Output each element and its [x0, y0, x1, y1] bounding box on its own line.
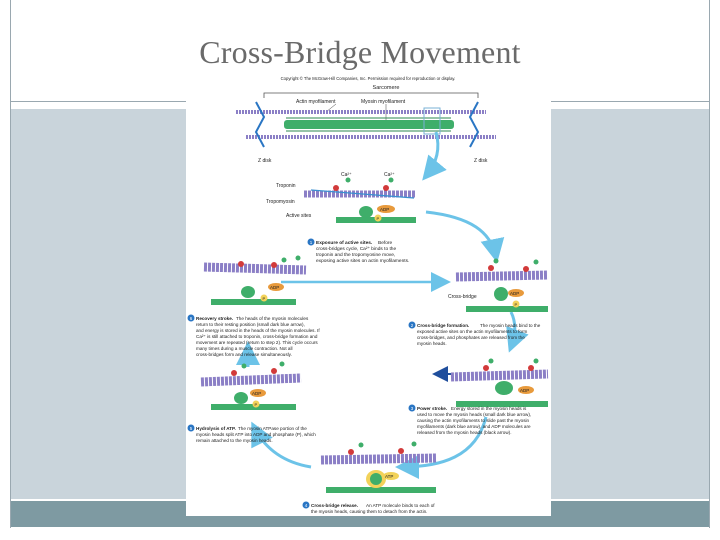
myosin-label: Myosin myofilament [361, 99, 406, 105]
svg-text:remain attached to the myosin: remain attached to the myosin heads. [196, 438, 273, 443]
step6-caption: 6 Recovery stroke. The heads of the myos… [187, 314, 320, 357]
svg-text:many times during a muscle con: many times during a muscle contraction. … [196, 346, 293, 351]
svg-text:P: P [255, 402, 258, 407]
svg-text:Cross-bridge formation.: Cross-bridge formation. [417, 323, 469, 328]
svg-text:The heads of the myosin molecu: The heads of the myosin molecules [236, 316, 309, 321]
svg-text:the myosin heads, causing them: the myosin heads, causing them to detach… [311, 509, 427, 514]
svg-text:troponin and the tropomyosine: troponin and the tropomyosine move, [316, 252, 395, 258]
step5-detail: ADP P [200, 361, 302, 410]
svg-text:myosin heads.: myosin heads. [417, 341, 447, 346]
copyright-text: Copyright © The McGraw-Hill Companies, I… [281, 76, 456, 81]
svg-text:P: P [263, 296, 266, 301]
cross-bridge-diagram: Copyright © The McGraw-Hill Companies, I… [187, 76, 549, 514]
svg-text:Recovery stroke.: Recovery stroke. [196, 316, 233, 321]
step3-detail: ADP [450, 358, 549, 407]
svg-text:exposing active sites on actin: exposing active sites on actin myofilame… [316, 258, 409, 264]
svg-text:Before: Before [378, 240, 392, 246]
svg-text:Ca²⁺: Ca²⁺ [341, 172, 352, 178]
svg-text:cross-bridges form and release: cross-bridges form and release simultane… [196, 352, 292, 357]
svg-text:Power stroke.: Power stroke. [417, 406, 447, 411]
svg-text:P: P [515, 302, 518, 307]
svg-text:ADP: ADP [252, 391, 261, 396]
svg-text:cross-bridges cycle, Ca²⁺ bind: cross-bridges cycle, Ca²⁺ binds to the [316, 246, 396, 252]
zdisk-right-label: Z disk [474, 158, 488, 164]
svg-text:3: 3 [411, 406, 414, 411]
svg-text:ATP: ATP [385, 474, 393, 479]
svg-text:5: 5 [190, 426, 193, 431]
svg-text:myofilaments (dark blue arrow): myofilaments (dark blue arrow), and ADP … [417, 424, 531, 429]
sarcomere-label: Sarcomere [373, 85, 400, 91]
arrow-step1-to-2 [425, 210, 505, 263]
svg-text:P: P [377, 216, 380, 221]
svg-text:cross-bridges, and phosphates: cross-bridges, and phosphates are releas… [417, 335, 525, 340]
svg-text:The myosin heads bind to the: The myosin heads bind to the [480, 323, 541, 328]
svg-text:Exposure of active sites.: Exposure of active sites. [316, 240, 372, 246]
svg-text:Ca²⁺ is still attached to trop: Ca²⁺ is still attached to troponin, cros… [196, 334, 318, 339]
step1-detail: Ca²⁺ Ca²⁺ Troponin Tropomyosin Active si… [266, 172, 416, 223]
svg-text:used to move the myosin heads: used to move the myosin heads (small dar… [417, 412, 531, 417]
svg-text:released from the myosin heads: released from the myosin heads (black ar… [417, 430, 511, 435]
svg-text:Active sites: Active sites [286, 213, 312, 219]
svg-text:Energy stored in the myosin he: Energy stored in the myosin heads is [451, 406, 527, 411]
sarcomere-drawing [236, 101, 496, 148]
svg-text:ADP: ADP [520, 388, 529, 393]
svg-text:Troponin: Troponin [276, 183, 296, 189]
svg-text:Cross-bridge: Cross-bridge [448, 294, 477, 300]
svg-text:ADP: ADP [510, 291, 519, 296]
svg-text:and energy is stored in the he: and energy is stored in the heads of the… [196, 328, 320, 333]
svg-text:2: 2 [411, 323, 414, 328]
svg-text:movement are repeated (return: movement are repeated (return to step 2)… [196, 340, 318, 345]
step4-detail: ATP [320, 441, 437, 493]
svg-text:An ATP molecule binds to each: An ATP molecule binds to each of [366, 503, 435, 508]
step3-caption: 3 Power stroke. Energy stored in the myo… [408, 404, 531, 435]
svg-text:myosin heads split ATP into AD: myosin heads split ATP into ADP and phos… [196, 432, 316, 437]
arrow-step4-to-5 [251, 421, 312, 469]
svg-text:4: 4 [305, 503, 308, 508]
svg-text:causing the actin myofilaments: causing the actin myofilaments to slide … [417, 418, 530, 423]
cross-bridge-figure: Copyright © The McGraw-Hill Companies, I… [186, 72, 551, 516]
zdisk-left-label: Z disk [258, 158, 272, 164]
arrow-step3-to-4 [395, 416, 488, 479]
svg-text:The myosin ATPase portion of t: The myosin ATPase portion of the [238, 426, 307, 431]
svg-text:return to their resting positi: return to their resting position (small … [196, 322, 305, 327]
slide-title: Cross-Bridge Movement [199, 34, 521, 70]
left-gray-panel [11, 109, 186, 499]
svg-text:exposed active sites on the ac: exposed active sites on the actin myofil… [417, 329, 527, 334]
step2-detail: ADP Cross-bridge P [448, 258, 549, 312]
arrow-step2-to-3 [506, 311, 529, 353]
svg-text:Cross-bridge release.: Cross-bridge release. [311, 503, 358, 508]
zoom-arrow [422, 131, 447, 181]
svg-text:ADP: ADP [380, 207, 389, 212]
svg-text:Hydrolysis of ATP.: Hydrolysis of ATP. [196, 426, 236, 431]
svg-text:Ca²⁺: Ca²⁺ [384, 172, 395, 178]
step2-caption: 2 Cross-bridge formation. The myosin hea… [408, 321, 541, 346]
step4-caption: 4 Cross-bridge release. An ATP molecule … [302, 501, 435, 514]
step1-caption: 1 Exposure of active sites. Before cross… [307, 238, 409, 264]
svg-text:ADP: ADP [270, 285, 279, 290]
right-gray-panel [551, 109, 709, 499]
step5-caption: 5 Hydrolysis of ATP. The myosin ATPase p… [187, 424, 316, 443]
svg-text:Tropomyosin: Tropomyosin [266, 199, 295, 205]
svg-text:6: 6 [190, 316, 193, 321]
actin-label: Actin myofilament [296, 99, 336, 105]
svg-text:1: 1 [310, 240, 313, 245]
slide-frame [10, 0, 710, 528]
step6-detail: ADP P [203, 255, 307, 305]
sarcomere-bracket [263, 92, 479, 98]
